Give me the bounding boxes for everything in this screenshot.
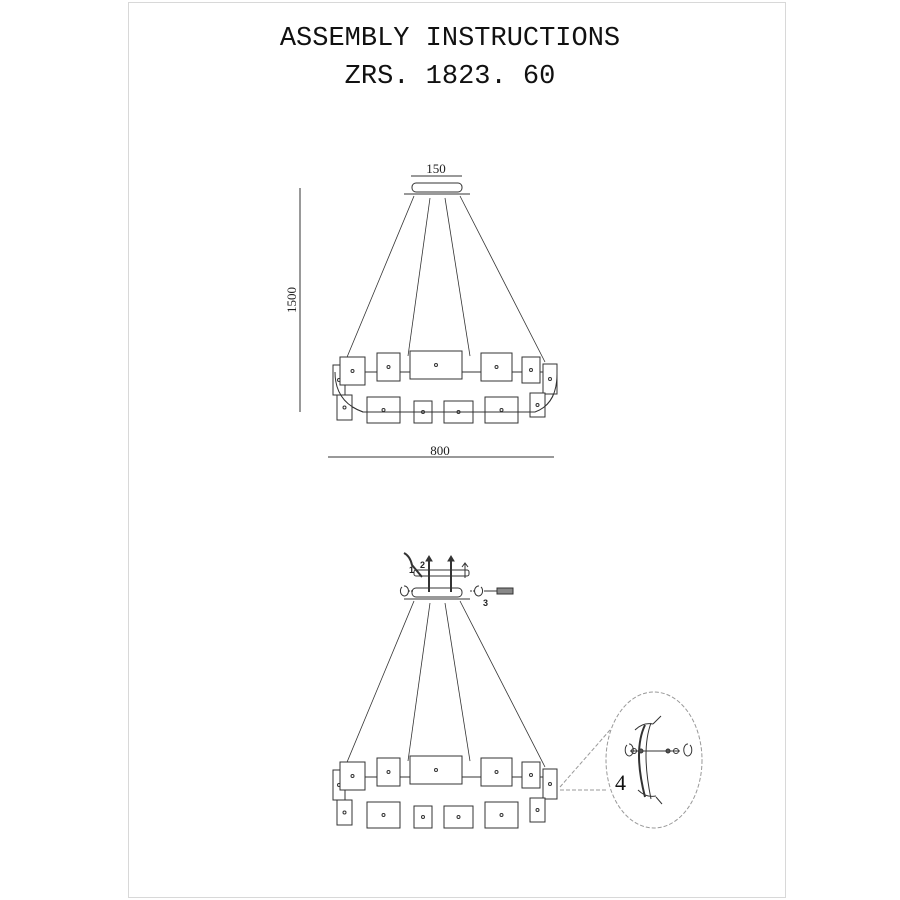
crystal-panel: [529, 392, 546, 418]
mounting-bracket-detail: [399, 552, 514, 597]
crystal-panel: [366, 801, 401, 829]
crystal-panel: [443, 805, 474, 829]
dimension-lines: [299, 175, 554, 458]
panel-screw: [350, 774, 355, 778]
panel-screw: [434, 363, 438, 367]
panel-screw: [494, 365, 499, 369]
crystal-panel: [376, 757, 401, 787]
suspension-cable: [444, 602, 471, 762]
clip-right-icon: [474, 585, 484, 597]
panel-screw: [535, 403, 540, 407]
panel-clip-detail: [624, 715, 693, 805]
crystal-panel: [336, 799, 353, 826]
panel-screw: [494, 770, 499, 774]
panel-screw: [342, 405, 347, 410]
crystal-panel: [336, 394, 353, 421]
crystal-panel: [413, 805, 433, 829]
panel-screw: [386, 770, 391, 774]
crystal-panel: [484, 801, 519, 829]
crystal-panel: [542, 768, 558, 800]
chandelier-dimension-view: [332, 182, 558, 424]
crystal-panel: [366, 396, 401, 424]
clip-left-icon: [399, 585, 409, 597]
step-1-label: 1: [409, 565, 414, 575]
panel-screw: [342, 810, 347, 815]
panel-screw: [529, 773, 533, 777]
screwdriver-icon: [496, 587, 514, 595]
height-dimension-label: 1500: [284, 287, 299, 313]
suspension-cable: [407, 602, 431, 762]
panel-screw: [548, 782, 552, 786]
suspension-cable: [459, 195, 546, 363]
panel-screw: [350, 369, 355, 373]
panel-screw: [434, 768, 438, 772]
detail-callout: [559, 691, 703, 829]
suspension-cable: [407, 197, 431, 357]
up-arrow-icon: [461, 562, 469, 578]
panel-screw: [386, 365, 391, 369]
crystal-panel: [529, 797, 546, 823]
panel-screw: [529, 368, 533, 372]
document-title: ASSEMBLY INSTRUCTIONS: [279, 24, 621, 54]
panel-screw: [456, 815, 461, 819]
suspension-cable: [459, 600, 546, 768]
diameter-dimension-label: 800: [430, 443, 450, 458]
model-number: ZRS. 1823. 60: [344, 62, 556, 92]
canopy: [411, 587, 463, 598]
page-border: [128, 2, 786, 898]
crystal-panel: [339, 356, 366, 386]
crystal-panel: [521, 356, 541, 384]
panel-screw: [381, 813, 386, 817]
mounting-plate: [413, 569, 470, 577]
suspension-cable: [344, 600, 415, 768]
suspension-cable: [344, 195, 415, 363]
crystal-panel: [409, 350, 463, 380]
suspension-cable: [444, 197, 471, 357]
crystal-panel: [484, 396, 519, 424]
canopy-dimension-label: 150: [426, 161, 446, 176]
step-3-label: 3: [483, 598, 488, 608]
crystal-panel: [480, 352, 513, 382]
crystal-panel: [339, 761, 366, 791]
panel-screw: [421, 815, 425, 819]
clip-left-icon: [624, 743, 634, 757]
panel-screw: [548, 377, 552, 381]
chandelier-assembly-view: [332, 371, 558, 829]
canopy: [411, 182, 463, 193]
crystal-panel: [376, 352, 401, 382]
panel-screw: [499, 813, 504, 817]
ring-frame: [334, 371, 558, 413]
step-4-label: 4: [615, 770, 626, 795]
panel-screw: [535, 808, 540, 812]
crystal-panel: [480, 757, 513, 787]
crystal-panel: [521, 761, 541, 789]
wire-icon: [403, 552, 423, 578]
clip-right-icon: [683, 743, 693, 757]
crystal-panel: [409, 755, 463, 785]
step-2-label: 2: [420, 560, 425, 570]
